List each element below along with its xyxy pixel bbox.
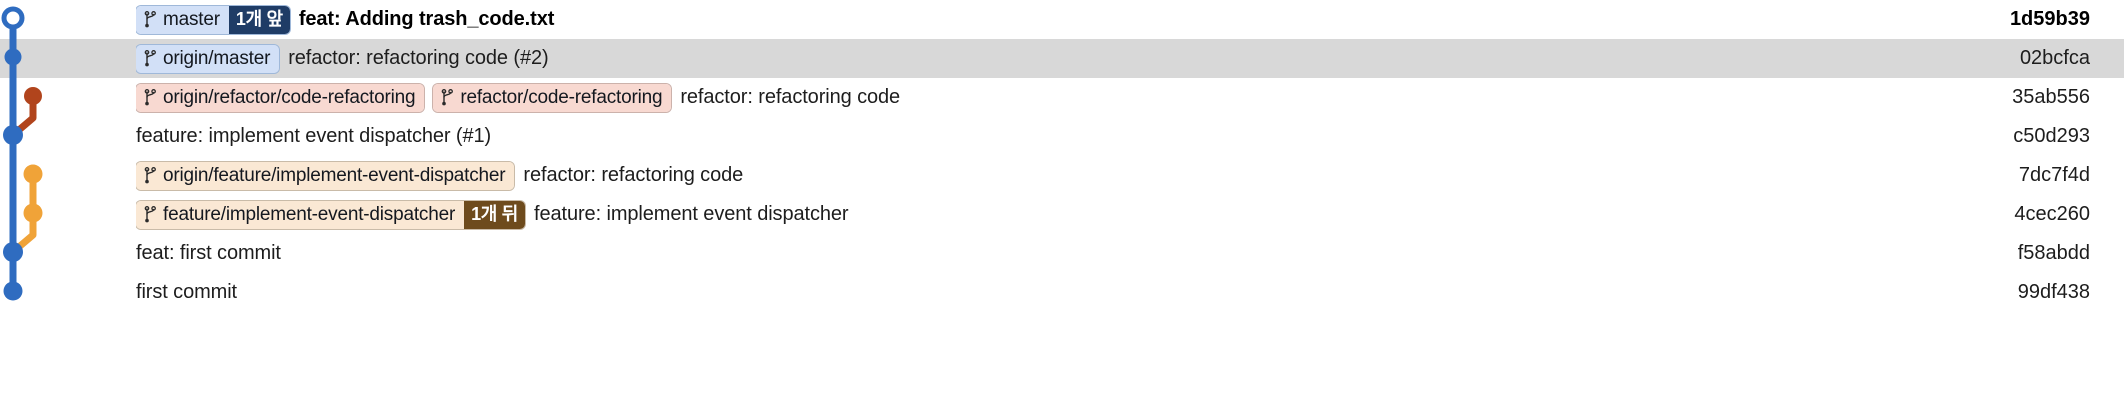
commit-hash-cell[interactable]: 1d59b39 xyxy=(1934,0,2124,39)
ref-chip[interactable]: master 1개 앞 xyxy=(136,5,290,34)
ref-chip-body: origin/master xyxy=(136,44,280,73)
branch-icon xyxy=(441,88,454,106)
commit-hash-text: 4cec260 xyxy=(2014,203,2090,225)
commit-message-text: feat: first commit xyxy=(136,242,281,264)
commit-message-cell[interactable]: feat: first commit xyxy=(136,234,1934,273)
commit-message-text: refactor: refactoring code (#2) xyxy=(288,47,549,69)
commit-hash-text: 7dc7f4d xyxy=(2018,164,2090,186)
commit-hash-cell[interactable]: 4cec260 xyxy=(1934,195,2124,234)
ref-chip-label: origin/refactor/code-refactoring xyxy=(163,86,416,108)
commit-hash-cell[interactable]: 99df438 xyxy=(1934,273,2124,312)
commit-hash-text: 99df438 xyxy=(2017,281,2090,303)
commit-message-cell[interactable]: master 1개 앞 feat: Adding trash_code.txt xyxy=(136,0,1934,39)
ref-chip-body: refactor/code-refactoring xyxy=(433,83,672,112)
commit-message-text: feature: implement event dispatcher xyxy=(534,203,849,225)
ref-chip[interactable]: origin/refactor/code-refactoring xyxy=(136,83,425,112)
commit-hash-cell[interactable]: c50d293 xyxy=(1934,117,2124,156)
commit-message-cell[interactable]: first commit xyxy=(136,273,1934,312)
commit-hash-text: 02bcfca xyxy=(2019,47,2090,69)
ref-chip[interactable]: origin/master xyxy=(136,44,280,73)
commit-message-text: feat: Adding trash_code.txt xyxy=(298,8,555,30)
branch-icon xyxy=(144,10,157,28)
commit-hash-text: 35ab556 xyxy=(2012,86,2090,108)
branch-icon xyxy=(144,205,157,223)
ref-chip-label: origin/master xyxy=(163,47,271,69)
ref-chip-body: origin/refactor/code-refactoring xyxy=(136,83,425,112)
commit-hash-cell[interactable]: 7dc7f4d xyxy=(1934,156,2124,195)
commit-message-cell[interactable]: feature: implement event dispatcher (#1) xyxy=(136,117,1934,156)
branch-icon xyxy=(144,49,157,67)
commit-hash-cell[interactable]: 02bcfca xyxy=(1934,39,2124,78)
commit-message-text: refactor: refactoring code xyxy=(680,86,901,108)
commit-hash-text: c50d293 xyxy=(2013,125,2090,147)
commit-hash-text: 1d59b39 xyxy=(2009,8,2090,30)
ref-chip[interactable]: feature/implement-event-dispatcher 1개 뒤 xyxy=(136,200,526,229)
ref-chip-badge: 1개 앞 xyxy=(228,5,290,34)
branch-icon xyxy=(144,88,157,106)
ref-chip-label: refactor/code-refactoring xyxy=(460,86,663,108)
commit-message-text: first commit xyxy=(136,281,238,303)
branch-icon xyxy=(144,166,157,184)
ref-chip-body: origin/feature/implement-event-dispatche… xyxy=(136,161,515,190)
ref-chip-label: master xyxy=(163,8,220,30)
commit-message-text: feature: implement event dispatcher (#1) xyxy=(136,125,492,147)
ref-chip[interactable]: refactor/code-refactoring xyxy=(433,83,672,112)
ref-chip-label: feature/implement-event-dispatcher xyxy=(163,203,456,225)
commit-message-text: refactor: refactoring code xyxy=(523,164,744,186)
commit-hash-cell[interactable]: f58abdd xyxy=(1934,234,2124,273)
ref-chip-badge: 1개 뒤 xyxy=(464,200,526,229)
ref-chip[interactable]: origin/feature/implement-event-dispatche… xyxy=(136,161,515,190)
ref-chip-body: feature/implement-event-dispatcher xyxy=(136,200,465,229)
commit-message-cell[interactable]: origin/master refactor: refactoring code … xyxy=(136,39,1934,78)
ref-chip-label: origin/feature/implement-event-dispatche… xyxy=(163,164,506,186)
commit-message-cell[interactable]: origin/feature/implement-event-dispatche… xyxy=(136,156,1934,195)
commit-row[interactable] xyxy=(0,39,2124,78)
commit-hash-cell[interactable]: 35ab556 xyxy=(1934,78,2124,117)
ref-chip-body: master xyxy=(136,5,229,34)
commit-message-cell[interactable]: origin/refactor/code-refactoring refactor… xyxy=(136,78,1934,117)
commit-hash-text: f58abdd xyxy=(2017,242,2090,264)
